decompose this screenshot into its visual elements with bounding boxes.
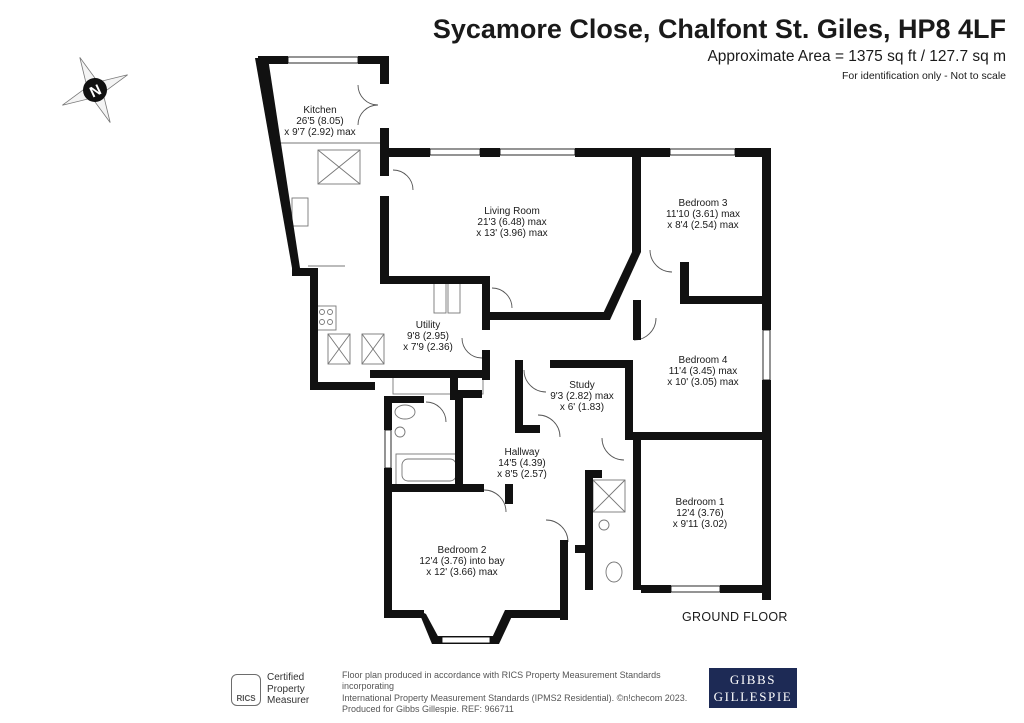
- svg-text:9'8 (2.95): 9'8 (2.95): [407, 331, 449, 342]
- room-study: Study 9'3 (2.82) max x 6' (1.83): [550, 380, 614, 413]
- basin-icon: [598, 519, 610, 531]
- svg-text:11'10 (3.61) max: 11'10 (3.61) max: [666, 209, 740, 220]
- cooker-icon: [315, 305, 337, 331]
- svg-text:x 9'11 (3.02): x 9'11 (3.02): [673, 519, 728, 530]
- svg-text:Bedroom 3: Bedroom 3: [679, 198, 728, 209]
- compass-icon: [62, 57, 128, 123]
- svg-text:11'4 (3.45) max: 11'4 (3.45) max: [669, 366, 737, 377]
- svg-text:Hallway: Hallway: [504, 447, 539, 458]
- room-bedroom-3: Bedroom 3 11'10 (3.61) max x 8'4 (2.54) …: [666, 198, 740, 231]
- walls: [255, 56, 771, 644]
- approximate-area: Approximate Area = 1375 sq ft / 127.7 sq…: [707, 48, 1006, 65]
- svg-text:Utility: Utility: [416, 320, 440, 331]
- svg-text:14'5 (4.39): 14'5 (4.39): [498, 458, 546, 469]
- floor-label: GROUND FLOOR: [682, 610, 788, 624]
- identification-note: For identification only - Not to scale: [842, 70, 1006, 82]
- room-bedroom-1: Bedroom 1 12'4 (3.76) x 9'11 (3.02): [673, 497, 728, 530]
- door-swings: [357, 84, 673, 543]
- rics-badge: RICS Certified Property Measurer: [231, 672, 331, 708]
- room-bedroom-4: Bedroom 4 11'4 (3.45) max x 10' (3.05) m…: [667, 355, 738, 388]
- room-hallway: Hallway 14'5 (4.39) x 8'5 (2.57): [497, 447, 547, 480]
- svg-text:Study: Study: [569, 380, 595, 391]
- agent-logo-text: GIBBS GILLESPIE: [713, 672, 793, 704]
- basin-icon: [394, 426, 406, 438]
- svg-text:Bedroom 1: Bedroom 1: [676, 497, 725, 508]
- svg-text:Bedroom 4: Bedroom 4: [679, 355, 728, 366]
- svg-text:12'4 (3.76) into bay: 12'4 (3.76) into bay: [419, 556, 504, 567]
- room-living-room: Living Room 21'3 (6.48) max x 13' (3.96)…: [476, 206, 547, 239]
- room-kitchen: Kitchen 26'5 (8.05) x 9'7 (2.92) max: [284, 105, 355, 138]
- svg-text:Kitchen: Kitchen: [303, 105, 336, 116]
- toilet-icon: [605, 561, 623, 583]
- floor-plan: N: [62, 56, 788, 644]
- svg-text:x 6' (1.83): x 6' (1.83): [560, 402, 604, 413]
- svg-text:x 8'4 (2.54) max: x 8'4 (2.54) max: [667, 220, 738, 231]
- svg-text:x 7'9 (2.36): x 7'9 (2.36): [403, 342, 453, 353]
- rics-text: Certified Property Measurer: [267, 672, 310, 706]
- kitchen-sink-icon: [291, 197, 309, 227]
- svg-text:9'3 (2.82) max: 9'3 (2.82) max: [550, 391, 614, 402]
- plan-title: Sycamore Close, Chalfont St. Giles, HP8 …: [432, 14, 1006, 44]
- svg-text:Living Room: Living Room: [484, 206, 540, 217]
- svg-text:x 8'5 (2.57): x 8'5 (2.57): [497, 469, 547, 480]
- svg-text:12'4 (3.76): 12'4 (3.76): [676, 508, 724, 519]
- agent-logo: GIBBS GILLESPIE: [709, 668, 797, 708]
- windows: [287, 56, 771, 644]
- svg-text:x 9'7 (2.92) max: x 9'7 (2.92) max: [284, 127, 355, 138]
- appliance-icon: [327, 333, 351, 365]
- appliance-icon: [361, 333, 385, 365]
- svg-text:x 12' (3.66) max: x 12' (3.66) max: [426, 567, 497, 578]
- rics-logo-icon: RICS: [231, 674, 261, 706]
- svg-text:x 10' (3.05) max: x 10' (3.05) max: [667, 377, 738, 388]
- room-bedroom-2: Bedroom 2 12'4 (3.76) into bay x 12' (3.…: [419, 545, 504, 578]
- disclaimer-text: Floor plan produced in accordance with R…: [342, 670, 688, 714]
- toilet-icon: [394, 404, 416, 420]
- svg-text:21'3 (6.48) max: 21'3 (6.48) max: [477, 217, 546, 228]
- room-utility: Utility 9'8 (2.95) x 7'9 (2.36): [403, 320, 453, 353]
- hob-icon: [317, 149, 361, 185]
- svg-text:x 13' (3.96) max: x 13' (3.96) max: [476, 228, 547, 239]
- svg-text:26'5 (8.05): 26'5 (8.05): [296, 116, 344, 127]
- svg-text:Bedroom 2: Bedroom 2: [438, 545, 487, 556]
